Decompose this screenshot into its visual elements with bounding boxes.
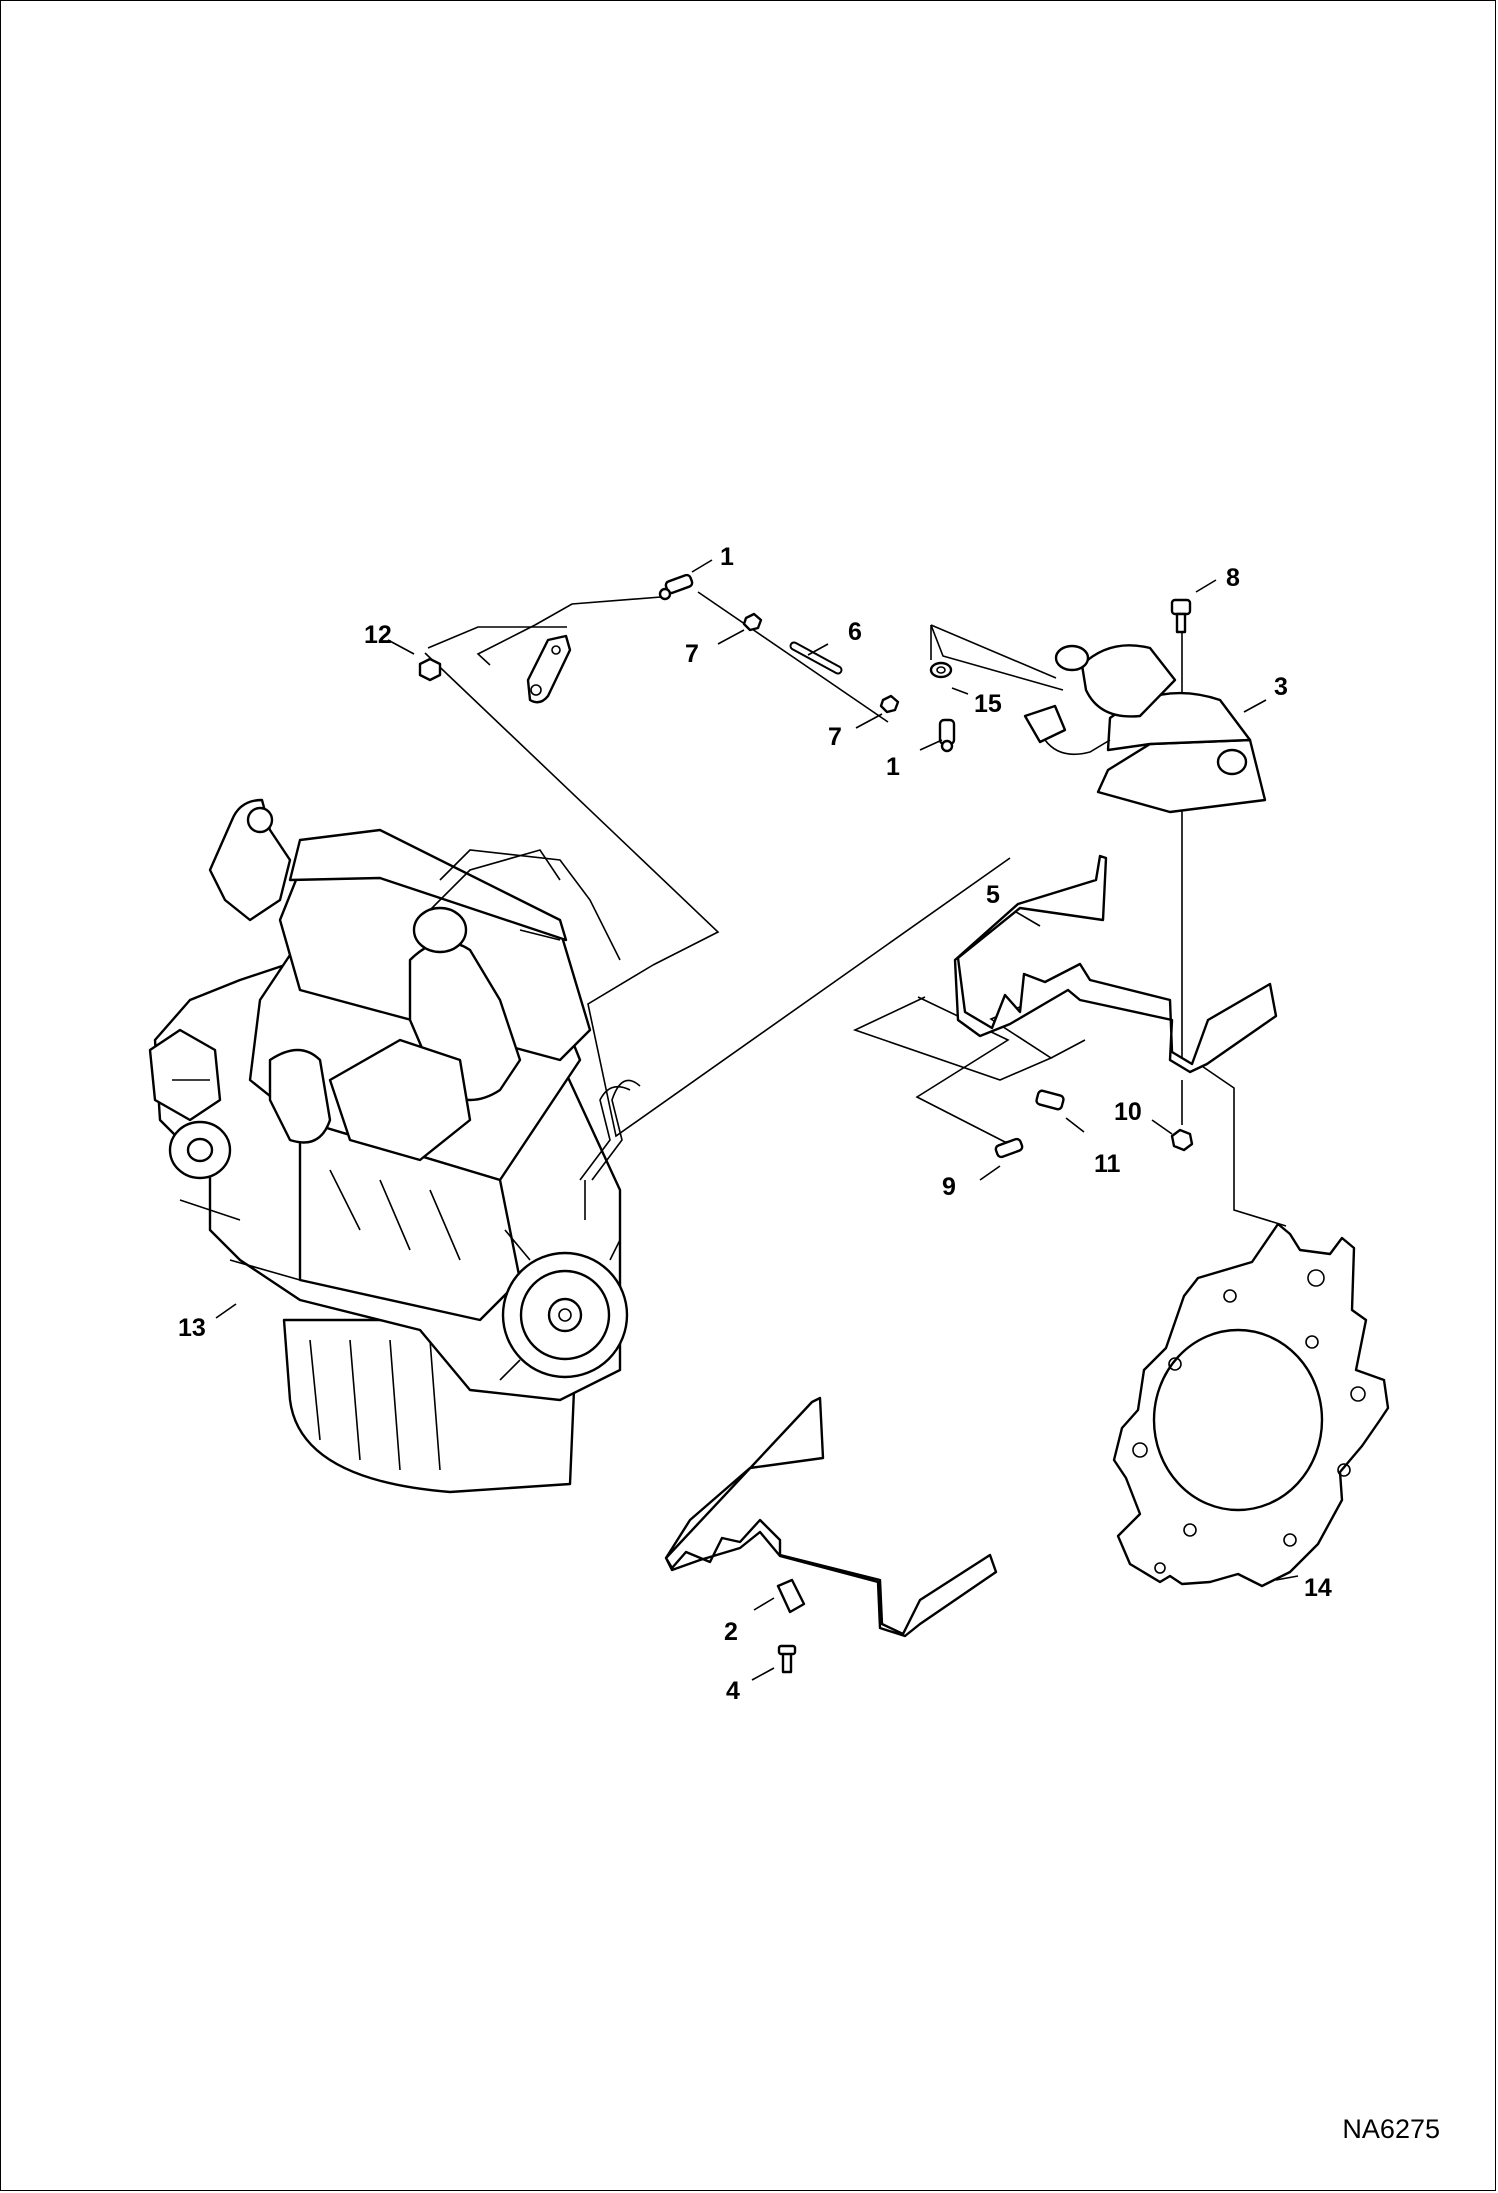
callout-5: 5 bbox=[986, 881, 1000, 909]
assembly-lines bbox=[424, 591, 1287, 1227]
jam-nut-7-lower bbox=[879, 694, 900, 714]
callout-10: 10 bbox=[1114, 1098, 1142, 1126]
rod-end-1-lower bbox=[938, 718, 956, 753]
figure-id: NA6275 bbox=[1342, 2114, 1440, 2144]
callout-leaders bbox=[215, 559, 1299, 1681]
clip-2 bbox=[776, 1578, 806, 1614]
jam-nut-7-upper bbox=[742, 612, 763, 632]
callout-1-lower: 1 bbox=[886, 753, 900, 781]
callout-2: 2 bbox=[724, 1618, 738, 1646]
callout-14: 14 bbox=[1304, 1574, 1332, 1602]
callout-4: 4 bbox=[726, 1677, 740, 1705]
stop-solenoid-3 bbox=[1023, 644, 1267, 814]
callout-9: 9 bbox=[942, 1173, 956, 1201]
bolt-9 bbox=[994, 1137, 1024, 1159]
callout-6: 6 bbox=[848, 618, 862, 646]
callout-7-upper: 7 bbox=[685, 640, 699, 668]
bolt-11 bbox=[1035, 1089, 1065, 1111]
lower-bracket bbox=[664, 1396, 998, 1638]
nut-12 bbox=[418, 657, 442, 682]
rod-end-1-upper bbox=[658, 573, 694, 601]
callout-15: 15 bbox=[974, 690, 1002, 718]
callout-1-upper: 1 bbox=[720, 543, 734, 571]
callout-3: 3 bbox=[1274, 673, 1288, 701]
washer-15 bbox=[929, 661, 953, 679]
callout-13: 13 bbox=[178, 1314, 206, 1342]
adapter-plate-14 bbox=[1112, 1222, 1390, 1588]
bolt-8 bbox=[1170, 598, 1192, 634]
mount-bracket-5 bbox=[953, 854, 1278, 1074]
callout-11: 11 bbox=[1094, 1150, 1121, 1178]
nut-10 bbox=[1170, 1128, 1194, 1152]
callout-8: 8 bbox=[1226, 564, 1240, 592]
callout-7-lower: 7 bbox=[828, 723, 842, 751]
engine-13 bbox=[148, 798, 641, 1494]
callout-12: 12 bbox=[364, 621, 392, 649]
linkage-rod-6 bbox=[789, 641, 843, 675]
callout-numbers: 1 1 2 3 4 5 6 7 7 8 9 10 11 12 13 14 15 bbox=[178, 543, 1332, 1705]
lever-12-arm bbox=[526, 634, 572, 704]
screw-4 bbox=[777, 1644, 797, 1674]
